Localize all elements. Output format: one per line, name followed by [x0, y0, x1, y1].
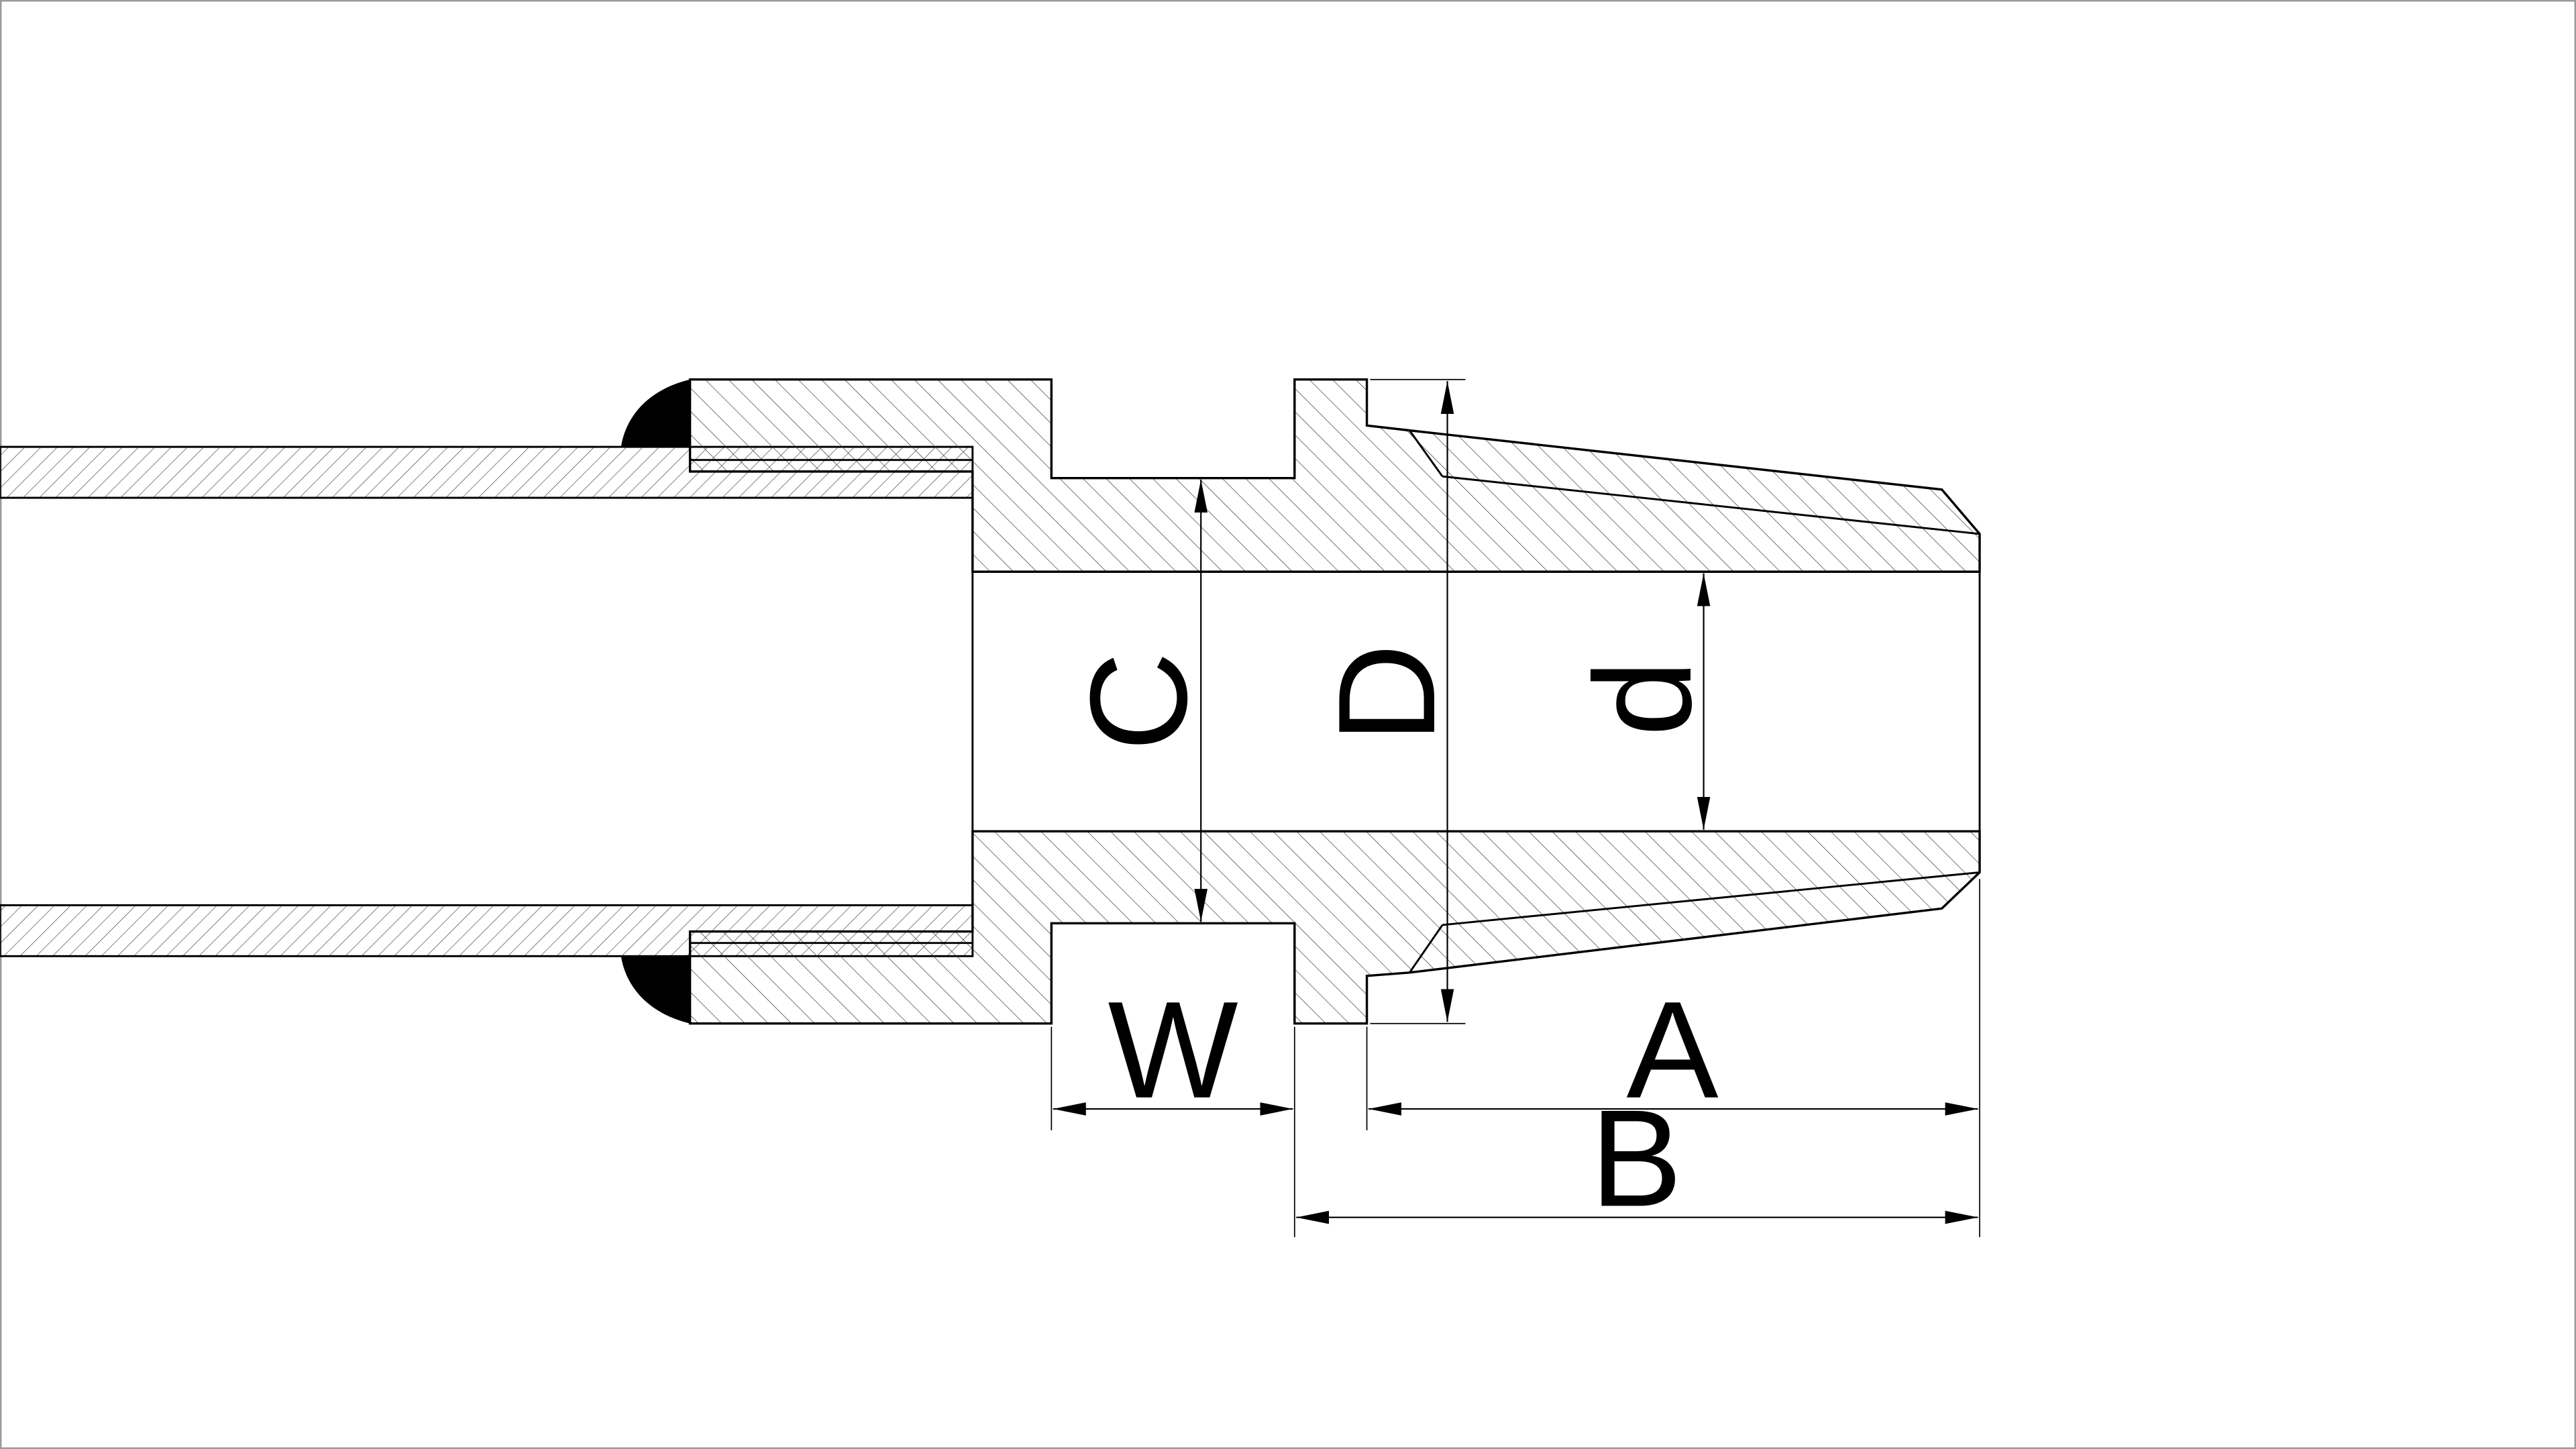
label-a: A: [1626, 973, 1718, 1127]
weld-bead-bottom: [621, 956, 690, 1024]
extension-lines: [1051, 378, 1980, 1238]
label-big-d: D: [1309, 643, 1464, 743]
dimension-lines: [1053, 381, 1978, 1224]
weld-bead-top: [621, 379, 690, 447]
weld-beads: [621, 379, 690, 1024]
label-c: C: [1061, 651, 1216, 751]
label-w: W: [1108, 973, 1238, 1127]
section-detail-lines: [690, 424, 1981, 973]
dimension-labels: W A B C D d: [1061, 643, 1720, 1235]
label-small-d: d: [1566, 660, 1720, 737]
label-b: B: [1591, 1081, 1682, 1236]
